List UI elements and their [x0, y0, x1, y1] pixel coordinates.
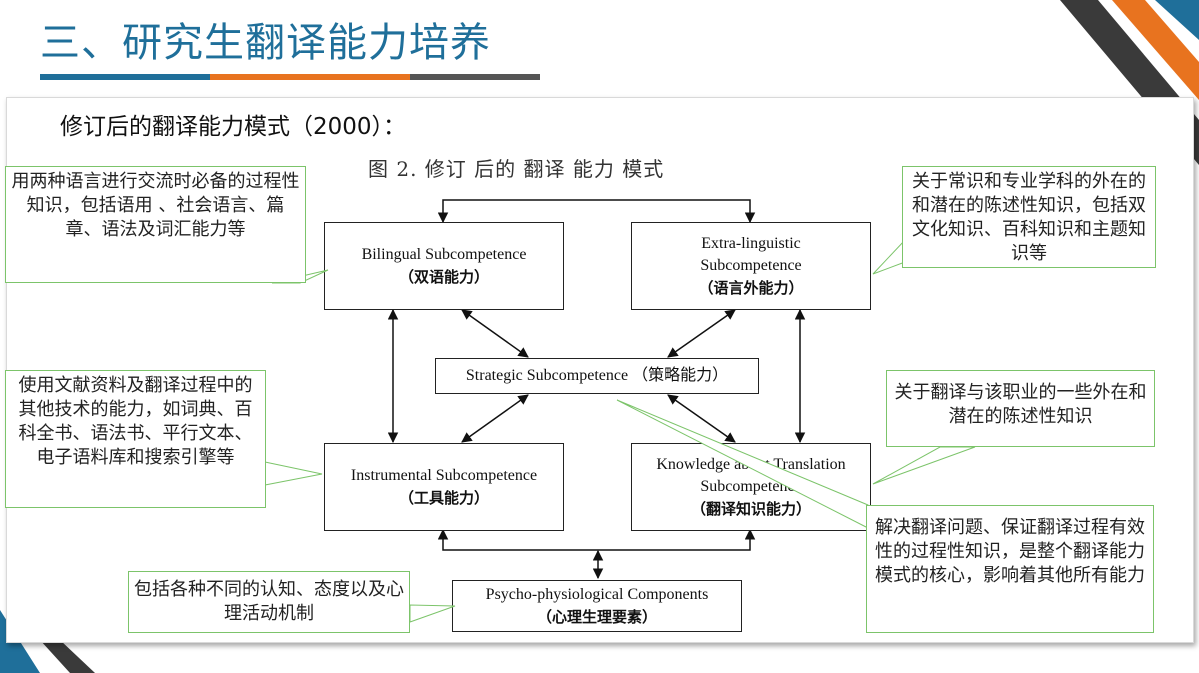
diag-arrow-extra: [667, 309, 736, 358]
diag-arrow-instrumental: [461, 394, 529, 443]
extra-linguistic-box: Extra-linguistic Subcompetence （语言外能力）: [631, 222, 871, 310]
psycho-zh: （心理生理要素）: [536, 608, 657, 626]
callout-strategic: 解决翻译问题、保证翻译过程有效性的过程性知识，是整个翻译能力模式的核心，影响着其…: [866, 505, 1154, 633]
callout-instrumental: 使用文献资料及翻译过程中的其他技术的能力，如词典、百科全书、语法书、平行文本、电…: [5, 370, 266, 508]
callout-extra-linguistic: 关于常识和专业学科的外在的和潜在的陈述性知识，包括双文化知识、百科知识和主题知识…: [902, 166, 1156, 268]
diag-arrow-bilingual: [461, 309, 529, 358]
psycho-en: Psycho-physiological Components: [485, 586, 709, 603]
instrumental-en: Instrumental Subcompetence: [350, 467, 538, 484]
extra-zh: （语言外能力）: [698, 279, 804, 297]
top-bracket-arrow: [437, 199, 756, 224]
pointer-instrumental: [264, 461, 323, 486]
knowledge-zh: （翻译知识能力）: [690, 500, 811, 518]
strategic-box: Strategic Subcompetence （策略能力）: [435, 358, 759, 394]
pointer-strategic: [616, 399, 869, 529]
knowledge-en2: Subcompetence: [700, 478, 802, 495]
callout-psycho: 包括各种不同的认知、态度以及心理活动机制: [128, 571, 410, 633]
bilingual-zh: （双语能力）: [398, 268, 489, 286]
title-underline: [40, 74, 540, 80]
instrumental-box: Instrumental Subcompetence （工具能力）: [324, 443, 564, 531]
pointer-knowledge: [872, 446, 976, 485]
bilingual-box: Bilingual Subcompetence （双语能力）: [324, 222, 564, 310]
slide-title: 三、研究生翻译能力培养: [40, 20, 491, 66]
instrumental-zh: （工具能力）: [398, 489, 489, 507]
extra-en2: Subcompetence: [700, 257, 802, 274]
psycho-box: Psycho-physiological Components （心理生理要素）: [452, 580, 742, 632]
figure-caption: 图 2. 修订 后的 翻译 能力 模式: [368, 157, 665, 181]
diag-arrow-knowledge: [667, 394, 736, 443]
bilingual-en: Bilingual Subcompetence: [361, 246, 527, 263]
slide-subtitle: 修订后的翻译能力模式（2000）：: [60, 114, 407, 140]
callout-bilingual: 用两种语言进行交流时必备的过程性知识，包括语用 、社会语言、篇章、语法及词汇能力…: [5, 166, 306, 283]
callout-knowledge: 关于翻译与该职业的一些外在和潜在的陈述性知识: [886, 370, 1155, 447]
extra-en1: Extra-linguistic: [701, 235, 801, 252]
pointer-extra: [872, 238, 906, 275]
strategic-label: Strategic Subcompetence （策略能力）: [465, 367, 729, 384]
pointer-psycho: [409, 604, 456, 623]
